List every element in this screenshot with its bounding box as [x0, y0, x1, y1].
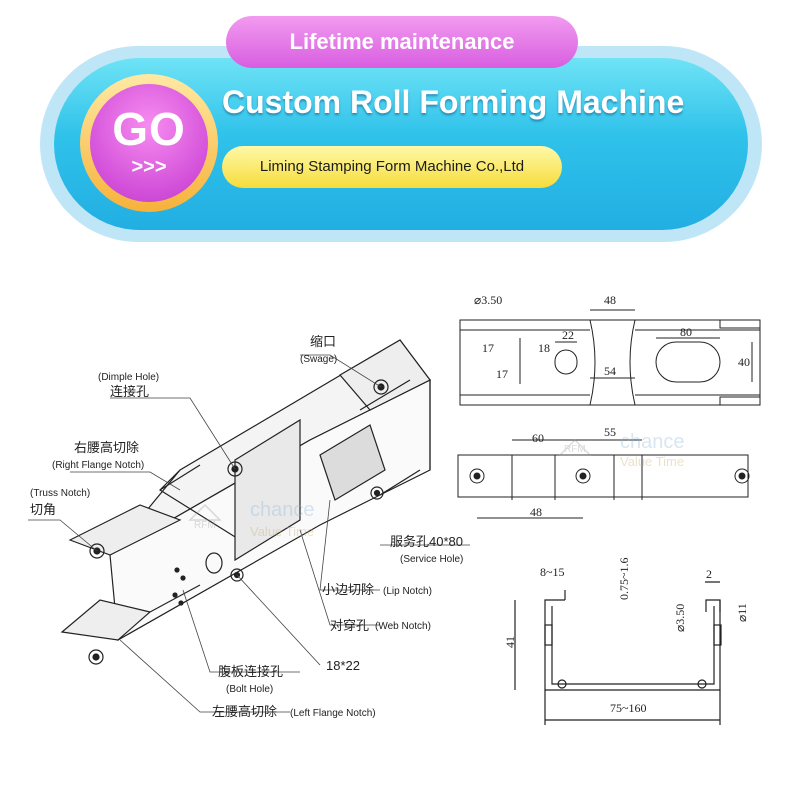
bolt-cn-label: 腹板连接孔: [218, 664, 283, 679]
callout-leaders: [28, 354, 470, 713]
dim-thickness: 0.75~1.6: [617, 558, 631, 601]
dim-22: 22: [562, 328, 574, 342]
watermark-slogan: Value Time: [250, 524, 314, 539]
watermark-logo-2: RFM: [564, 444, 586, 455]
section-view-drawing: [514, 581, 722, 725]
dim-48-top: 48: [604, 293, 616, 307]
dim-17-a: 17: [482, 341, 494, 355]
watermark-logo: RFM: [194, 520, 216, 531]
right-flange-cn-label: 右腰高切除: [74, 440, 139, 455]
dim-hole-section: ⌀3.50: [673, 604, 687, 632]
web-en-label: (Web Notch): [375, 621, 431, 632]
top-view-dimensions: ⌀3.50 48 22 80 17 18 17 54 40: [474, 293, 750, 381]
go-arrows-icon[interactable]: >>>: [131, 156, 167, 178]
watermark-house-icon: [188, 503, 222, 521]
dim-80: 80: [680, 325, 692, 339]
watermark-brand-2: chance: [620, 431, 685, 453]
side-view-dimensions: 60 55 48: [530, 425, 616, 519]
lip-cn-label: 小边切除: [322, 582, 374, 597]
dim-54: 54: [604, 364, 616, 378]
lip-en-label: (Lip Notch): [383, 586, 432, 597]
dim-41: 41: [503, 636, 517, 648]
service-en-label: (Service Hole): [400, 554, 463, 565]
dim-18: 18: [538, 341, 550, 355]
go-button[interactable]: [90, 84, 208, 202]
swage-cn-label: 缩口: [310, 334, 336, 349]
watermark-house-icon-2: [558, 438, 592, 456]
dim-hole-top: ⌀3.50: [474, 293, 502, 307]
dim-11: ⌀11: [735, 603, 749, 622]
dim-2: 2: [706, 567, 712, 581]
left-flange-cn-label: 左腰高切除: [212, 704, 277, 719]
watermark-group: RFM chance Value Time RFM chance Value T…: [188, 431, 685, 539]
callout-labels: 缩口 (Swage) (Dimple Hole) 连接孔 右腰高切除 (Righ…: [30, 334, 463, 719]
section-dimensions: 8~15 0.75~1.6 2 ⌀3.50 ⌀11 41 75~160: [503, 558, 749, 716]
dim-55: 55: [604, 425, 616, 439]
swage-en-label: (Swage): [300, 354, 337, 365]
watermark-brand: chance: [250, 499, 315, 521]
dim-lip: 8~15: [540, 565, 565, 579]
left-flange-en-label: (Left Flange Notch): [290, 708, 376, 719]
dim-40: 40: [738, 355, 750, 369]
truss-cn-label: 切角: [30, 502, 56, 517]
go-button-label[interactable]: GO: [112, 103, 186, 155]
watermark-slogan-2: Value Time: [620, 454, 684, 469]
size-label: 18*22: [326, 658, 360, 673]
dim-width: 75~160: [610, 701, 647, 715]
dimple-en-label: (Dimple Hole): [98, 372, 159, 383]
right-flange-en-label: (Right Flange Notch): [52, 460, 144, 471]
isometric-purlin: [60, 339, 431, 665]
web-cn-label: 对穿孔: [330, 618, 369, 633]
maintenance-tag: [226, 16, 578, 68]
maintenance-tag-label: Lifetime maintenance: [289, 29, 515, 54]
side-view-drawing: [457, 439, 750, 519]
dim-48-side: 48: [530, 505, 542, 519]
truss-en-label: (Truss Notch): [30, 488, 90, 499]
company-name: Liming Stamping Form Machine Co.,Ltd: [259, 158, 525, 175]
dimple-cn-label: 连接孔: [110, 384, 149, 399]
banner-title: Custom Roll Forming Machine: [222, 84, 685, 120]
top-view-drawing: [459, 309, 761, 406]
bolt-en-label: (Bolt Hole): [226, 684, 273, 695]
company-badge: [222, 146, 562, 188]
dim-60: 60: [532, 431, 544, 445]
service-cn-label: 服务孔40*80: [390, 534, 463, 549]
dim-17-b: 17: [496, 367, 508, 381]
